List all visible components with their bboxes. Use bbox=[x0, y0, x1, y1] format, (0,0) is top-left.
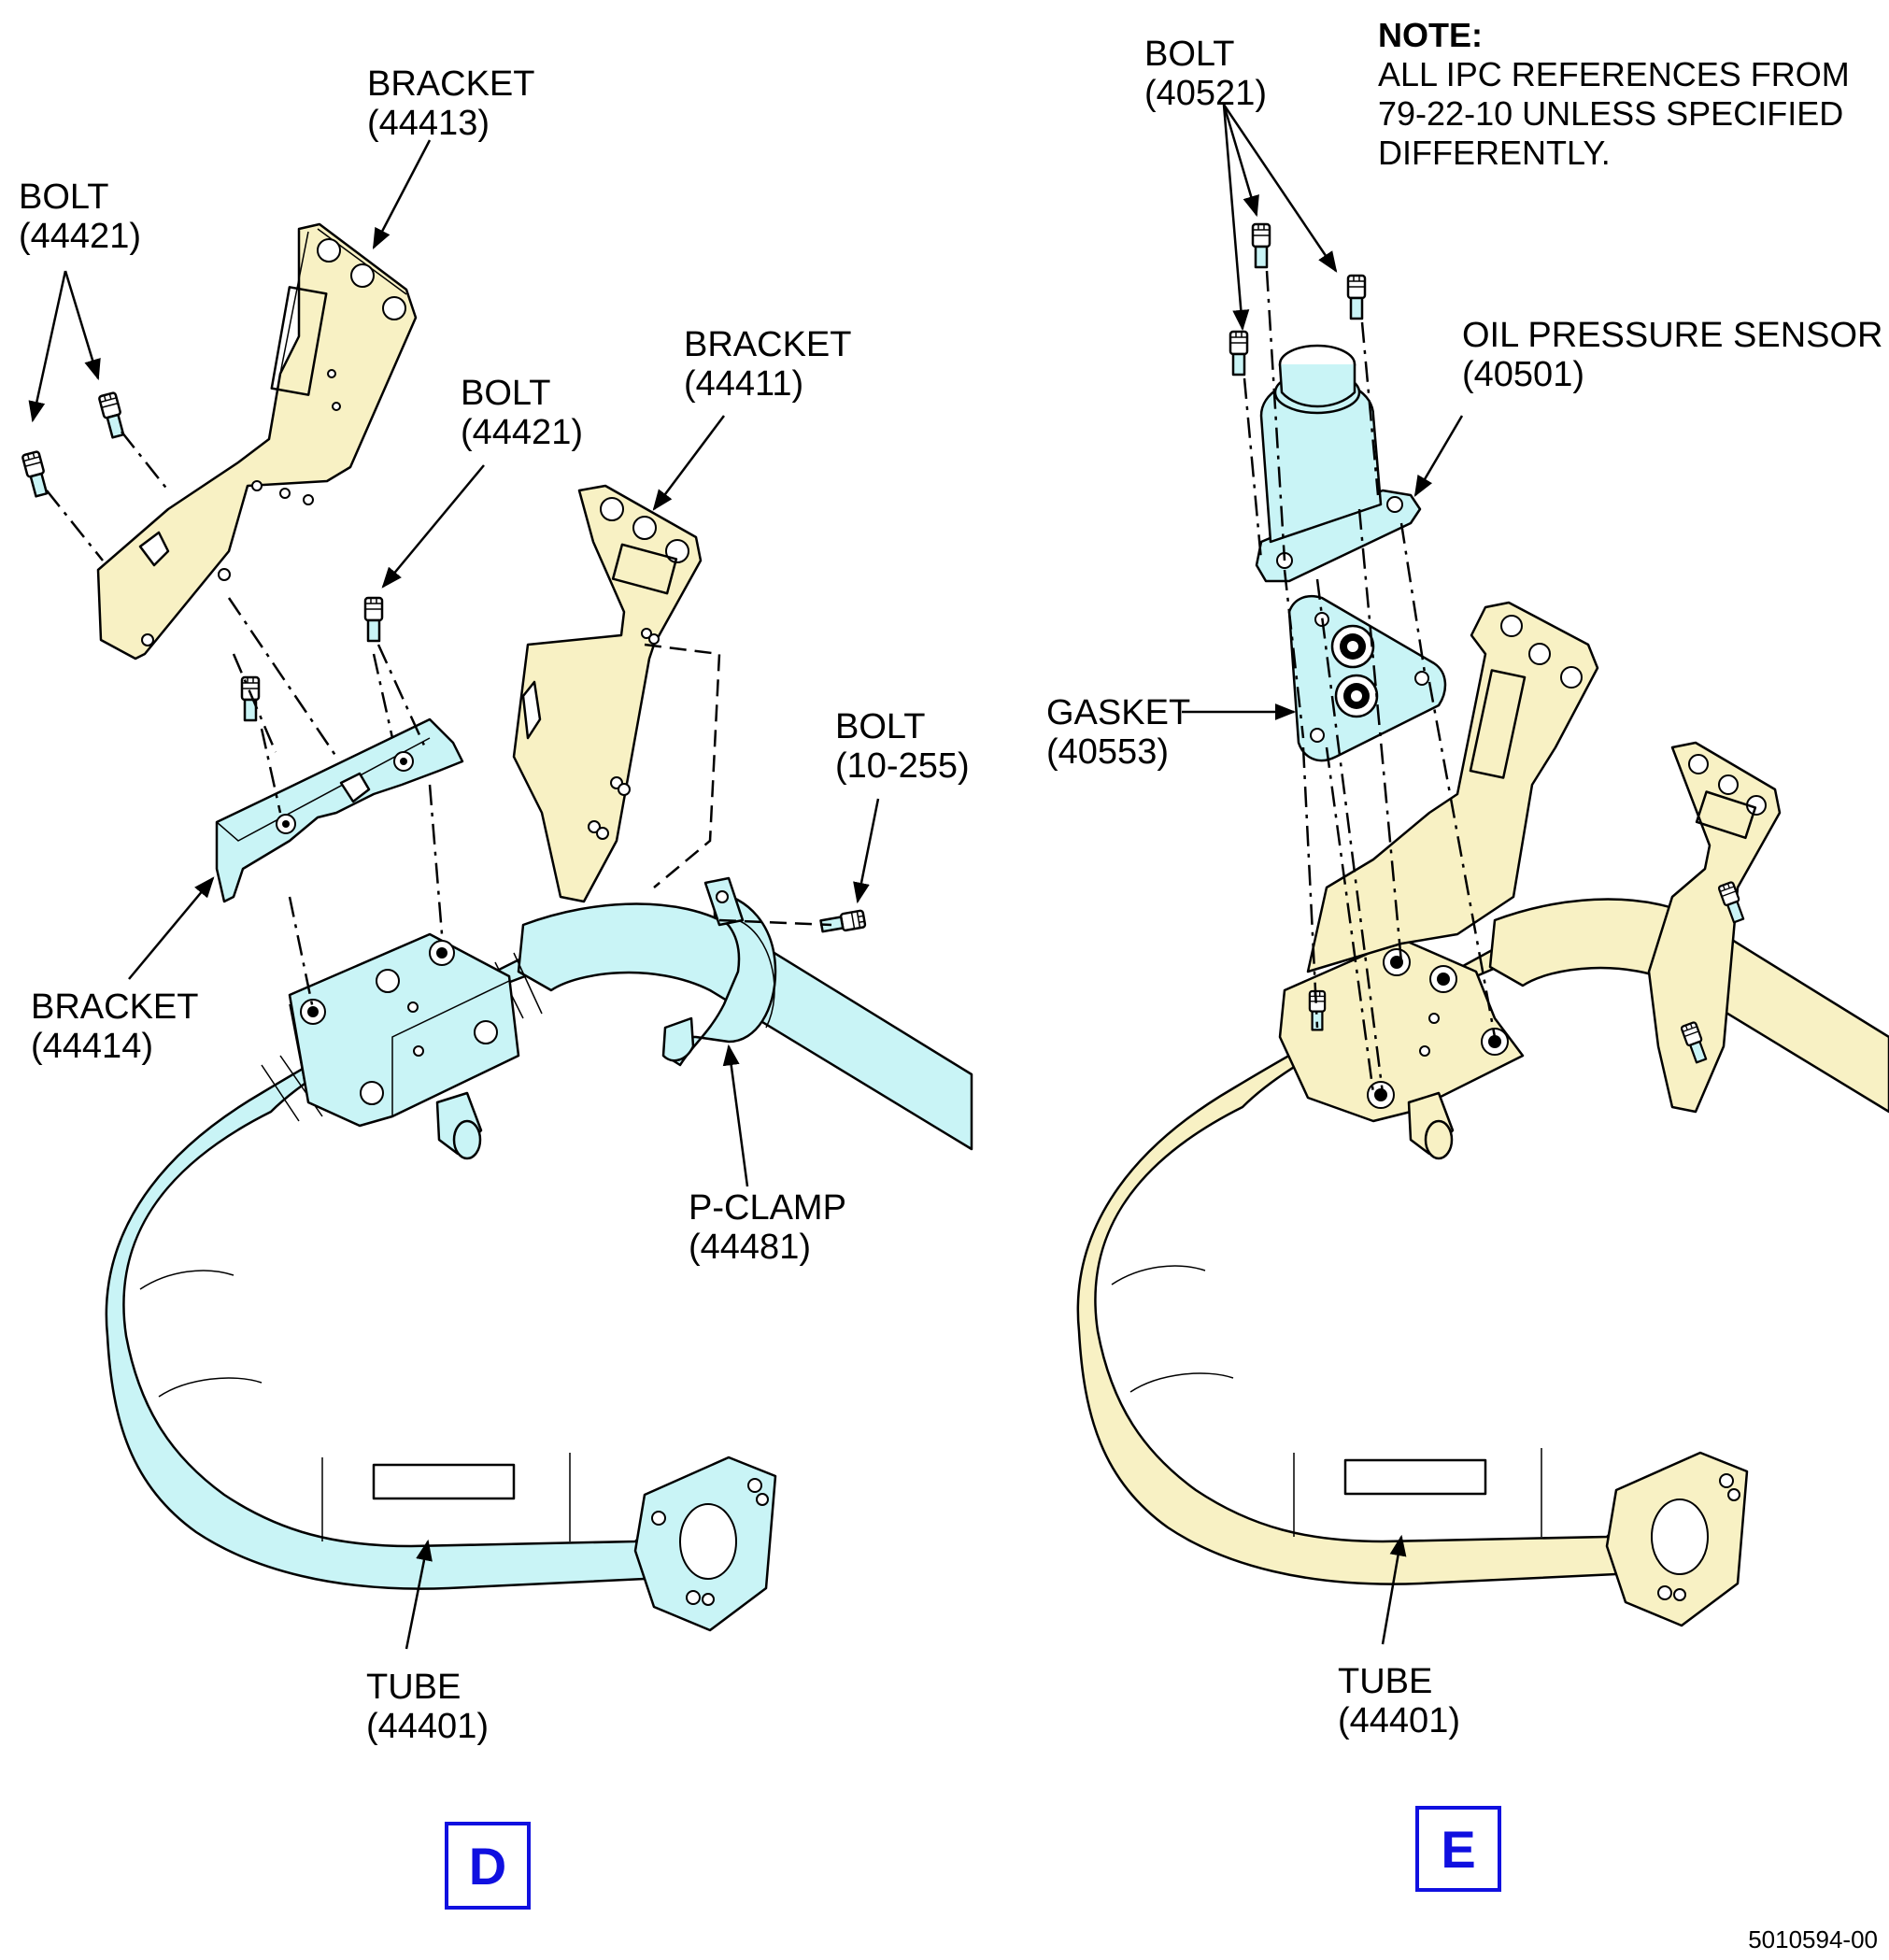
view-letter-e-box: E bbox=[1415, 1806, 1501, 1892]
label-bracket-44411-ref: (44411) bbox=[684, 364, 803, 404]
label-p-clamp-name: P-CLAMP bbox=[689, 1188, 846, 1228]
view-d bbox=[21, 139, 973, 1650]
oil-pressure-sensor-40501 bbox=[1255, 344, 1422, 583]
label-tube-e-name: TUBE bbox=[1338, 1662, 1432, 1701]
label-bolt-40521-ref: (40521) bbox=[1144, 74, 1267, 113]
note-line-2: 79-22-10 UNLESS SPECIFIED bbox=[1378, 94, 1843, 133]
bracket-44411 bbox=[512, 484, 703, 903]
label-bolt-44421-left-name: BOLT bbox=[19, 178, 108, 217]
bolt-40521-a bbox=[1251, 222, 1271, 269]
label-tube-d-name: TUBE bbox=[366, 1668, 461, 1707]
p-clamp-44481 bbox=[661, 876, 777, 1067]
label-bracket-44413-ref: (44413) bbox=[367, 104, 490, 143]
label-bracket-44411-name: BRACKET bbox=[684, 325, 851, 364]
view-letter-d: D bbox=[469, 1837, 506, 1896]
gasket-40553 bbox=[1287, 594, 1447, 762]
label-gasket-ref: (40553) bbox=[1046, 732, 1169, 772]
bolt-44421-left-a bbox=[21, 449, 51, 499]
label-bracket-44413-name: BRACKET bbox=[367, 64, 534, 104]
bolt-44421-lower bbox=[240, 675, 261, 722]
tube-44401-view-d bbox=[105, 902, 973, 1632]
label-oil-pressure-sensor-name: OIL PRESSURE SENSOR bbox=[1462, 316, 1883, 355]
label-tube-e-ref: (44401) bbox=[1338, 1701, 1460, 1740]
label-bolt-40521-name: BOLT bbox=[1144, 35, 1234, 74]
label-bolt-44421-center-ref: (44421) bbox=[461, 413, 583, 452]
tube-44401-view-e bbox=[1076, 601, 1889, 1627]
bolt-40521-c bbox=[1346, 274, 1367, 320]
label-bolt-10-255-ref: (10-255) bbox=[835, 746, 970, 786]
figure-id: 5010594-00 bbox=[1748, 1925, 1878, 1953]
note-block: NOTE: ALL IPC REFERENCES FROM 79-22-10 U… bbox=[1378, 16, 1850, 172]
note-title: NOTE: bbox=[1378, 16, 1483, 54]
bracket-44413 bbox=[96, 222, 418, 660]
view-letter-e: E bbox=[1441, 1820, 1475, 1879]
label-bolt-44421-center-name: BOLT bbox=[461, 374, 550, 413]
label-bracket-44414-name: BRACKET bbox=[31, 987, 198, 1027]
callout-labels: BRACKET (44413) BOLT (44421) BOLT (44421… bbox=[19, 35, 1883, 1746]
label-p-clamp-ref: (44481) bbox=[689, 1228, 811, 1267]
view-letter-d-box: D bbox=[445, 1822, 531, 1910]
bolt-40521-b bbox=[1229, 330, 1249, 376]
bolt-10-255 bbox=[818, 909, 867, 936]
label-tube-d-ref: (44401) bbox=[366, 1707, 489, 1746]
bracket-44414 bbox=[215, 717, 464, 903]
bolt-44421-center bbox=[363, 596, 384, 643]
label-bolt-10-255-name: BOLT bbox=[835, 707, 925, 746]
label-bolt-44421-left-ref: (44421) bbox=[19, 217, 141, 256]
label-gasket-name: GASKET bbox=[1046, 693, 1190, 732]
view-e bbox=[1076, 104, 1889, 1645]
note-line-1: ALL IPC REFERENCES FROM bbox=[1378, 55, 1850, 93]
label-oil-pressure-sensor-ref: (40501) bbox=[1462, 355, 1584, 394]
note-line-3: DIFFERENTLY. bbox=[1378, 134, 1611, 172]
label-bracket-44414-ref: (44414) bbox=[31, 1027, 153, 1066]
